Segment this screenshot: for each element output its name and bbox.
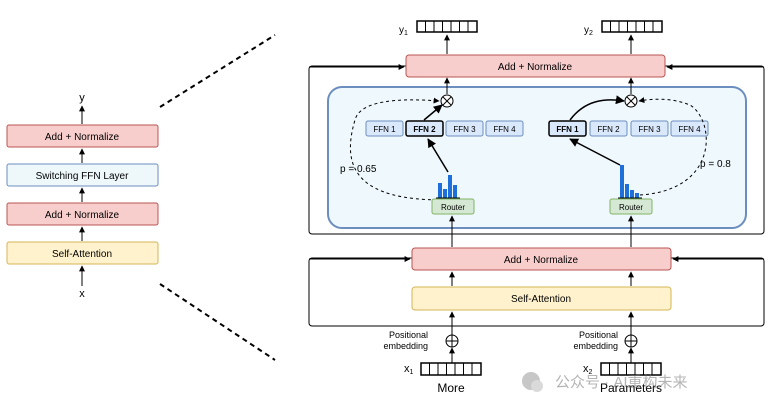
- add-normalize-bottom-label: Add + Normalize: [504, 255, 579, 266]
- right-detail: Add + Normalize Add + Normalize Self-Att…: [308, 20, 765, 395]
- left-add-normalize-bottom-label: Add + Normalize: [45, 210, 120, 221]
- expert-ffn3-token1-label: FFN 3: [453, 125, 476, 134]
- add-normalize-bottom-box: [411, 247, 672, 271]
- expert-ffn3-token1: [445, 120, 484, 137]
- left-self-attention-label: Self-Attention: [52, 249, 112, 260]
- router-token1-label: Router: [441, 203, 465, 212]
- expert-ffn1-token2-label: FFN 1: [556, 125, 579, 134]
- left-self-attention: [6, 241, 159, 265]
- switching-ffn-panel: [327, 86, 747, 229]
- router-token1: [431, 198, 475, 215]
- left-stack: y Add + Normalize Switching FFN Layer Ad…: [6, 92, 159, 300]
- add-normalize-top-label: Add + Normalize: [498, 62, 573, 73]
- expert-ffn3-token2-label: FFN 3: [638, 125, 661, 134]
- left-add-normalize-top: [6, 124, 159, 148]
- token-word-2: Parameters: [600, 381, 662, 395]
- x1-vector: [420, 362, 482, 376]
- expert-ffn4-token2: [670, 120, 709, 137]
- positional-label-2b: embedding: [573, 341, 618, 351]
- self-attention-label: Self-Attention: [511, 294, 571, 305]
- router-histogram-1: [436, 175, 460, 199]
- router-token2: [609, 198, 653, 215]
- left-switching-ffn-layer: [6, 163, 159, 187]
- zoom-line-top: [159, 34, 276, 108]
- prob-label-token2: p = 0.8: [700, 159, 731, 170]
- zoom-line-bottom: [159, 283, 276, 361]
- router-histogram-2: [618, 165, 642, 199]
- expert-ffn2-token1-selected: [405, 120, 444, 137]
- experts-row-1: FFN 1 FFN 2 FFN 3 FFN 4: [365, 120, 524, 137]
- left-switching-ffn-label: Switching FFN Layer: [36, 171, 129, 182]
- positional-label-1a: Positional: [389, 330, 428, 340]
- expert-ffn1-token2-selected: [548, 120, 587, 137]
- add-normalize-top-box: [405, 54, 666, 78]
- watermark: 公众号 · AI重构未来: [522, 372, 688, 392]
- left-input-label: x: [79, 288, 85, 300]
- left-add-normalize-bottom: [6, 202, 159, 226]
- y1-label: y1: [399, 25, 408, 37]
- router-token2-label: Router: [619, 203, 643, 212]
- self-attention-box: [411, 286, 672, 311]
- left-output-label: y: [79, 92, 85, 104]
- expert-ffn3-token2: [630, 120, 669, 137]
- watermark-text: 公众号 · AI重构未来: [555, 374, 688, 391]
- positional-label-2a: Positional: [579, 330, 618, 340]
- expert-ffn2-token2-label: FFN 2: [597, 125, 620, 134]
- expert-ffn4-token1: [485, 120, 524, 137]
- expert-ffn1-token1-label: FFN 1: [373, 125, 396, 134]
- y1-vector: [416, 20, 478, 33]
- positional-label-1b: embedding: [383, 341, 428, 351]
- expert-ffn4-token1-label: FFN 4: [493, 125, 516, 134]
- x2-vector: [600, 362, 662, 376]
- expert-ffn4-token2-label: FFN 4: [678, 125, 701, 134]
- y2-vector: [601, 20, 663, 33]
- expert-ffn2-token2: [589, 120, 628, 137]
- prob-label-token1: p = 0.65: [340, 164, 377, 175]
- expert-ffn1-token1: [365, 120, 404, 137]
- experts-row-2: FFN 1 FFN 2 FFN 3 FFN 4: [548, 120, 709, 137]
- y2-label: y2: [584, 25, 593, 37]
- x1-label: x1: [404, 363, 414, 376]
- gate-path-token2: [638, 97, 707, 196]
- token-word-1: More: [437, 381, 465, 395]
- expert-ffn2-token1-label: FFN 2: [413, 125, 436, 134]
- x2-label: x2: [583, 363, 593, 376]
- left-add-normalize-top-label: Add + Normalize: [45, 132, 120, 143]
